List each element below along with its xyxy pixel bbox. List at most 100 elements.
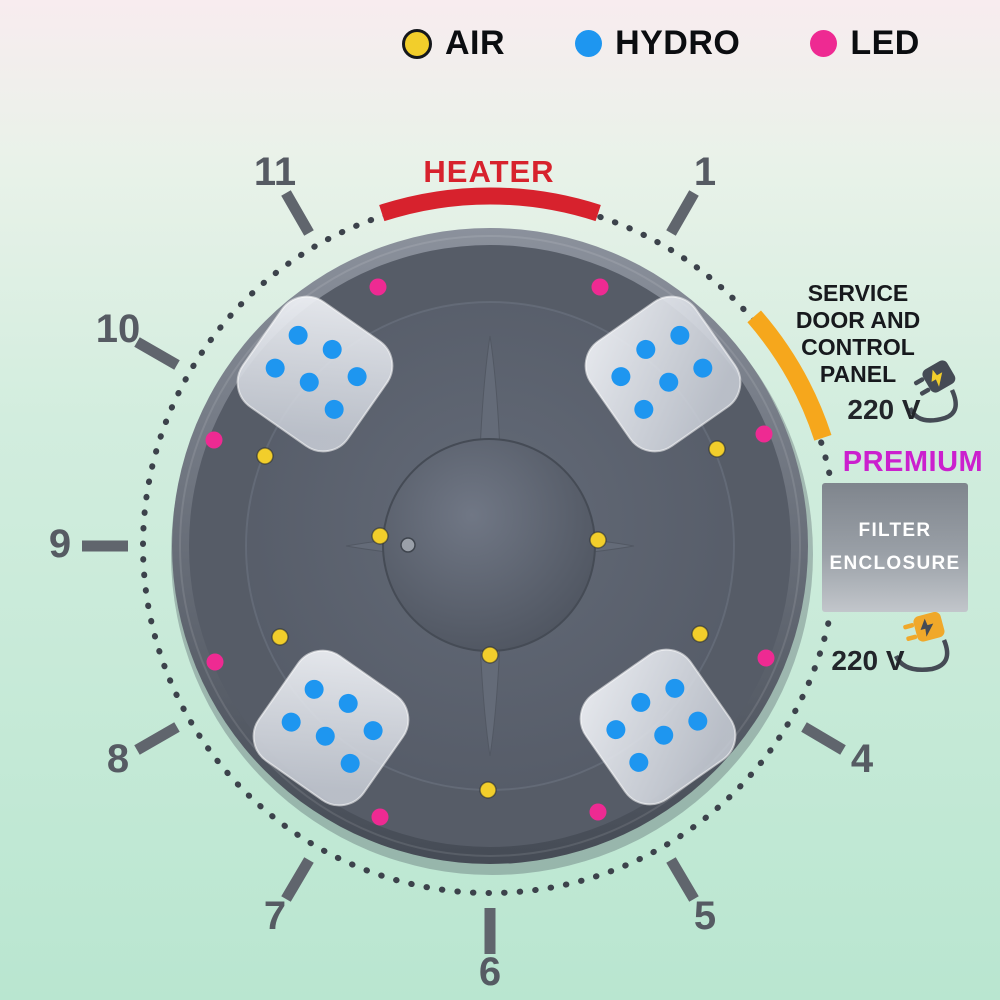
clock-number-4: 4	[850, 737, 874, 781]
air-jet-dot	[589, 531, 607, 549]
hydro-jet-dot	[611, 367, 631, 387]
seat-pad	[584, 295, 742, 453]
hydro-jet-dot	[659, 372, 679, 392]
air-jet-dot	[481, 646, 499, 664]
hydro-jets-ne	[611, 325, 713, 419]
clock-tick-5	[666, 857, 699, 902]
led-dot-icon	[810, 30, 838, 57]
clock-number-10: 10	[95, 307, 141, 351]
filter-enclosure-line: FILTER	[858, 520, 932, 541]
service-door-arc	[747, 310, 832, 441]
legend-label-air: AIR	[445, 24, 506, 62]
clock-tick-8	[134, 722, 180, 755]
clock-number-1: 1	[693, 150, 717, 194]
seat-pad	[236, 295, 394, 453]
seat-pad	[252, 649, 410, 807]
air-jet-dot	[479, 781, 497, 799]
hydro-jet-dot	[324, 399, 344, 419]
seat-nw	[236, 295, 394, 453]
heater-arc	[379, 187, 601, 222]
power-cord-bottom	[893, 639, 950, 672]
air-jet-dot	[691, 625, 709, 643]
clock-tick-11	[281, 190, 314, 236]
hydro-jet-dot	[315, 726, 335, 746]
service-door-label: SERVICE DOOR AND CONTROL PANEL	[770, 280, 946, 388]
hydro-jet-dot	[265, 358, 285, 378]
hydro-jet-dot	[322, 339, 342, 359]
legend-item-air: AIR	[402, 24, 505, 63]
hydro-jet-dot	[693, 358, 713, 378]
led-lights	[205, 278, 775, 826]
power-plug-icon-bottom	[903, 611, 945, 642]
air-jets	[256, 440, 726, 799]
lightning-bolt-icon	[920, 618, 934, 637]
plug-prong	[919, 387, 931, 396]
hydro-jet-dot	[299, 372, 319, 392]
clock-tick-1	[666, 190, 699, 236]
seat-ne	[584, 295, 742, 453]
led-dot	[591, 278, 609, 296]
hydro-jet-dot	[688, 711, 708, 731]
plug-prong	[913, 377, 925, 386]
legend-label-led: LED	[850, 24, 920, 62]
led-dot	[755, 425, 773, 443]
air-jet-dot	[256, 447, 274, 465]
power-cord-top	[907, 389, 958, 423]
clock-number-5: 5	[693, 894, 717, 938]
hydro-jet-dot	[606, 720, 626, 740]
clock-number-7: 7	[263, 894, 287, 938]
hydro-jet-dot	[670, 325, 690, 345]
air-jet-dot	[271, 628, 289, 646]
clock-number-9: 9	[48, 522, 72, 566]
hydro-jet-dot	[631, 692, 651, 712]
hydro-jet-dot	[304, 679, 324, 699]
service-door-line: PANEL	[819, 361, 897, 387]
legend-item-hydro: HYDRO	[575, 24, 740, 63]
hydro-jets-nw	[265, 325, 367, 419]
clock-ticks	[82, 190, 846, 954]
legend-item-led: LED	[810, 24, 920, 63]
led-dot	[589, 803, 607, 821]
hydro-jet-dot	[338, 693, 358, 713]
voltage-label-top: 220 V	[847, 394, 921, 425]
seat-pad	[579, 648, 737, 806]
cover-knob	[400, 537, 416, 553]
lightning-bolt-icon	[931, 369, 943, 387]
hydro-jets-sw	[281, 679, 383, 773]
led-dot	[757, 649, 775, 667]
legend-label-hydro: HYDRO	[615, 24, 741, 62]
service-door-line: CONTROL	[801, 334, 915, 360]
hydro-jet-dot	[347, 367, 367, 387]
legend: AIR HYDRO LED	[402, 24, 920, 63]
clock-number-11: 11	[253, 150, 297, 194]
service-door-line: DOOR AND	[795, 307, 921, 333]
hydro-jet-dot	[288, 325, 308, 345]
hydro-jet-dot	[654, 725, 674, 745]
air-dot-icon	[402, 28, 432, 59]
hydro-jets-se	[606, 678, 708, 772]
hydro-jet-dot	[629, 752, 649, 772]
service-door-line: SERVICE	[807, 280, 909, 306]
hydro-jet-dot	[281, 712, 301, 732]
clock-tick-4	[801, 722, 846, 755]
hydro-jet-dot	[665, 678, 685, 698]
voltage-label-bottom: 220 V	[831, 645, 905, 676]
filter-enclosure-line: ENCLOSURE	[829, 553, 961, 574]
led-dot	[206, 653, 224, 671]
seat-sw	[252, 649, 410, 807]
clock-tick-7	[281, 857, 314, 902]
clock-number-8: 8	[106, 737, 130, 781]
premium-label: PREMIUM	[842, 446, 984, 478]
hydro-jet-dot	[634, 399, 654, 419]
hydro-jet-dot	[363, 721, 383, 741]
led-dot	[205, 431, 223, 449]
rim-highlight-ring	[179, 235, 801, 857]
hydro-dot-icon	[575, 30, 603, 57]
filter-enclosure-box: FILTER ENCLOSURE	[822, 483, 968, 612]
hydro-jet-dot	[636, 339, 656, 359]
plug-prong	[906, 634, 918, 641]
led-dot	[369, 278, 387, 296]
air-jet-dot	[708, 440, 726, 458]
